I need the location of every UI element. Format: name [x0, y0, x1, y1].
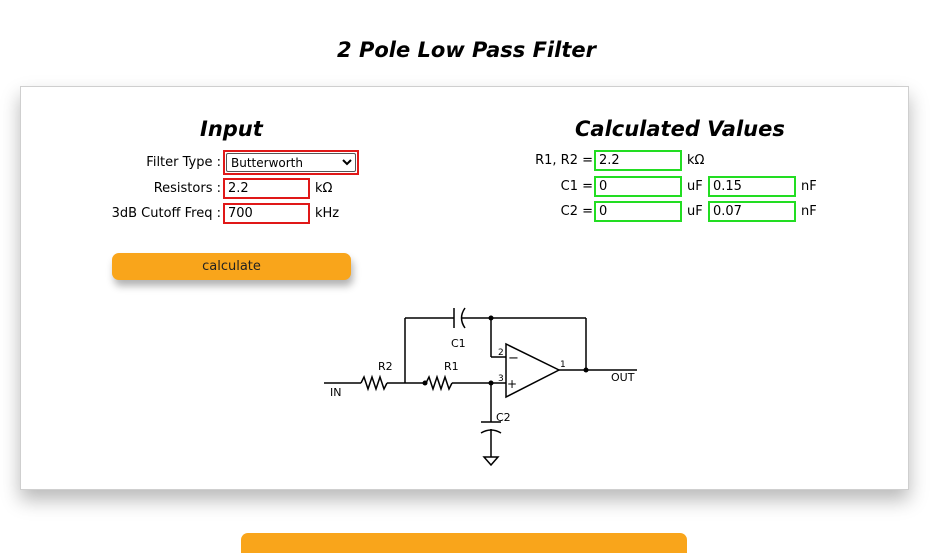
- r-label: R1, R2 =: [535, 153, 593, 168]
- c2-uf-unit: uF: [687, 204, 703, 219]
- r-unit: kΩ: [687, 153, 705, 168]
- bottom-button-partial[interactable]: [241, 533, 687, 553]
- resistors-input[interactable]: [223, 178, 310, 199]
- r2-label: R2: [378, 360, 393, 373]
- pin-out-number: 1: [560, 360, 566, 370]
- c1-nf-output[interactable]: [708, 176, 796, 197]
- minus-sign: −: [508, 351, 519, 366]
- c1-uf-output[interactable]: [594, 176, 682, 197]
- calculate-button[interactable]: calculate: [112, 253, 351, 280]
- resistors-label: Resistors :: [153, 181, 221, 196]
- c1-uf-unit: uF: [687, 179, 703, 194]
- calculator-card: Input Filter Type : Butterworth Resistor…: [20, 86, 909, 490]
- filter-type-select-wrapper: Butterworth: [223, 150, 359, 175]
- junction-c1: [488, 315, 494, 321]
- r1-label: R1: [444, 360, 459, 373]
- filter-type-select[interactable]: Butterworth: [226, 153, 356, 172]
- c2-uf-output[interactable]: [594, 201, 682, 222]
- r2-resistor: [360, 374, 388, 392]
- junction-output: [583, 367, 589, 373]
- junction-r2-r1: [422, 380, 428, 386]
- pin-plus-number: 3: [498, 374, 504, 384]
- in-label: IN: [330, 386, 341, 399]
- cutoff-label: 3dB Cutoff Freq :: [111, 206, 221, 221]
- plus-sign: +: [507, 377, 517, 391]
- resistors-unit: kΩ: [315, 181, 333, 196]
- out-label: OUT: [611, 371, 635, 384]
- c2-nf-output[interactable]: [708, 201, 796, 222]
- input-section-title: Input: [200, 117, 263, 141]
- cutoff-unit: kHz: [315, 206, 340, 221]
- opamp-triangle: [505, 342, 561, 399]
- r-output[interactable]: [594, 150, 682, 171]
- c1-nf-unit: nF: [801, 179, 817, 194]
- c2-nf-unit: nF: [801, 204, 817, 219]
- junction-c2: [488, 380, 494, 386]
- c2-label: C2: [496, 411, 511, 424]
- r1-resistor: [425, 374, 453, 392]
- filter-schematic-diagram: IN OUT R2 R1 C1 C2 2 3 1 − +: [324, 307, 637, 467]
- calculated-section-title: Calculated Values: [575, 117, 785, 141]
- ground-symbol: [482, 456, 500, 467]
- c1-label: C1 =: [560, 179, 593, 194]
- c1-label: C1: [451, 337, 466, 350]
- pin-minus-number: 2: [498, 348, 504, 358]
- c2-label: C2 =: [560, 204, 593, 219]
- filter-type-label: Filter Type :: [146, 155, 221, 170]
- page-title: 2 Pole Low Pass Filter: [337, 38, 596, 62]
- cutoff-input[interactable]: [223, 203, 310, 224]
